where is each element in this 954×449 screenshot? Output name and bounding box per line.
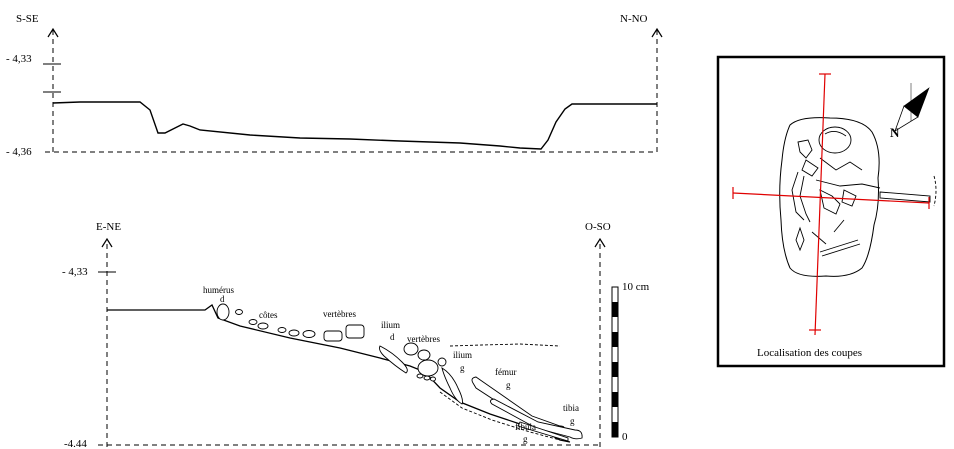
- long-bone-sketch: [821, 243, 861, 257]
- small-bone-sketch: [833, 219, 845, 233]
- label-ilium-left: ilium: [453, 350, 472, 360]
- long-bone-sketch: [819, 239, 859, 253]
- leg-bone-sketch: [879, 191, 931, 203]
- dashed-edge-sketch: [933, 175, 937, 207]
- vertebra-bone: [437, 357, 447, 367]
- label-ilium-right: ilium: [381, 320, 400, 330]
- small-bone: [430, 376, 436, 382]
- location-inset: N Localisation des coupes: [716, 55, 946, 368]
- scale-bar-top-label: 10 cm: [622, 281, 650, 293]
- label-femur-side: g: [506, 380, 511, 390]
- vertebra-bone: [417, 359, 439, 377]
- scale-bar-segment: [612, 422, 618, 437]
- small-bone-sketch: [795, 226, 805, 252]
- label-vertebres-1: vertèbres: [323, 309, 356, 319]
- label-vertebres-2: vertèbres: [407, 334, 440, 344]
- rib-bone: [288, 329, 300, 337]
- bottom-left-arrow-icon: [101, 237, 113, 248]
- fibula-bone: [517, 421, 569, 442]
- ilium-right-bone: [379, 345, 408, 374]
- section-lines: [732, 73, 930, 336]
- section-line-horizontal: [732, 192, 930, 204]
- bone-labels: humérus d côtes vertèbres ilium d vertèb…: [203, 285, 579, 444]
- scale-bar-bottom-label: 0: [622, 431, 628, 443]
- bottom-section: E-NE O-SO - 4,33 -4.44: [62, 221, 650, 449]
- vertebra-bone: [323, 330, 343, 342]
- top-left-arrow-icon: [47, 27, 59, 38]
- rib-bone: [277, 327, 287, 333]
- top-right-arrow-icon: [651, 27, 663, 38]
- grave-outline: [779, 117, 880, 277]
- skull-detail-sketch: [824, 131, 847, 137]
- rib-bone: [302, 330, 316, 338]
- rib-bone: [248, 319, 258, 325]
- top-elevation-lower-label: - 4,36: [6, 146, 32, 158]
- scale-bar: 10 cm 0: [611, 281, 650, 443]
- skeleton-remains: [216, 303, 583, 442]
- small-bone: [423, 375, 431, 381]
- bottom-right-orientation-label: O-SO: [585, 221, 611, 233]
- vertebra-bone: [403, 342, 419, 356]
- north-arrow-icon: N: [890, 83, 930, 140]
- pit-outline-top: [449, 343, 561, 347]
- north-label: N: [890, 125, 900, 140]
- inset-caption: Localisation des coupes: [757, 347, 862, 359]
- skull-sketch: [818, 126, 852, 154]
- top-left-orientation-label: S-SE: [16, 13, 39, 25]
- rib-sketch: [815, 179, 881, 189]
- bone-sketch: [797, 139, 813, 159]
- rib-bone: [257, 322, 269, 330]
- label-fibula: fibula: [515, 422, 536, 432]
- scale-bar-segment: [612, 332, 618, 347]
- vertebra-bone: [417, 349, 431, 361]
- vertebra-bone: [345, 324, 365, 339]
- label-ilium-right-side: d: [390, 332, 395, 342]
- bone-sketch: [801, 159, 819, 177]
- grave-skeleton-sketch: [791, 126, 937, 257]
- top-elevation-upper-label: - 4,33: [6, 53, 32, 65]
- label-humerus: humérus: [203, 285, 234, 295]
- bottom-left-orientation-label: E-NE: [96, 221, 121, 233]
- scale-bar-segment: [612, 362, 618, 377]
- section-line-vertical: [814, 73, 826, 336]
- top-section: S-SE N-NO - 4,33 - 4,36: [6, 13, 663, 158]
- label-fibula-side: g: [523, 434, 528, 444]
- small-bone: [416, 373, 424, 379]
- top-right-orientation-label: N-NO: [620, 13, 648, 25]
- label-tibia: tibia: [563, 403, 579, 413]
- tibia-bone: [489, 398, 583, 440]
- bottom-right-arrow-icon: [594, 237, 606, 248]
- pelvis-sketch: [819, 189, 841, 215]
- label-humerus-side: d: [220, 294, 225, 304]
- arm-bone-sketch: [791, 171, 805, 221]
- ilium-left-bone: [441, 367, 463, 405]
- scale-bar-segment: [612, 392, 618, 407]
- top-profile-line: [52, 101, 657, 150]
- rib-bone: [235, 309, 243, 315]
- label-femur: fémur: [495, 367, 517, 377]
- rib-sketch: [819, 157, 863, 171]
- label-tibia-side: g: [570, 416, 575, 426]
- humerus-bone: [216, 303, 230, 321]
- label-ilium-left-side: g: [460, 363, 465, 373]
- arm-bone-sketch: [799, 175, 811, 223]
- bottom-elevation-lower-label: -4.44: [64, 438, 87, 449]
- label-cotes: côtes: [259, 310, 278, 320]
- scale-bar-segment: [612, 302, 618, 317]
- bottom-elevation-upper-label: - 4,33: [62, 266, 88, 278]
